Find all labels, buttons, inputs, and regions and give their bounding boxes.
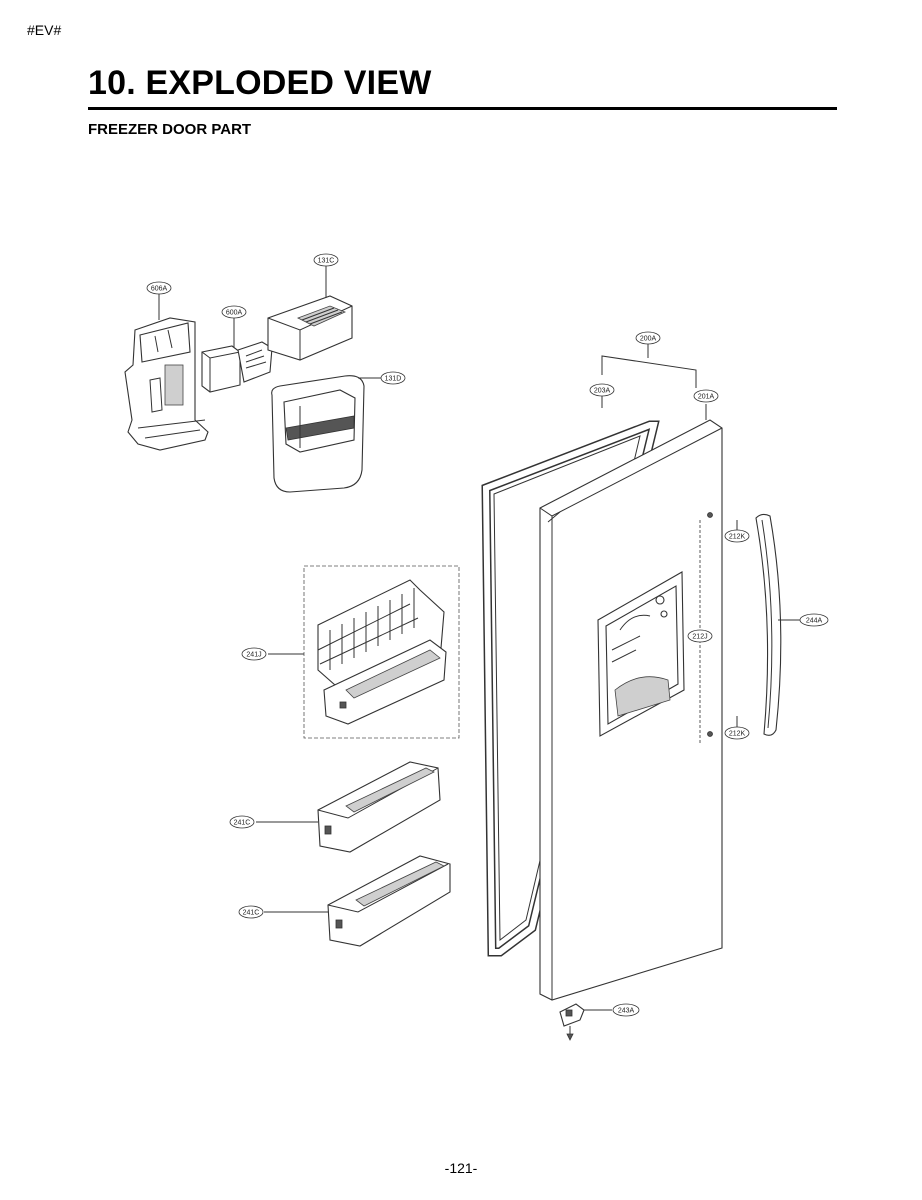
door-bin-lower: [327, 855, 451, 947]
svg-text:200A: 200A: [640, 336, 657, 343]
page-number: -121-: [444, 1160, 478, 1176]
part-label-200A: 200A: [635, 331, 661, 345]
door-bin-upper: [317, 761, 441, 853]
part-label-244A: 244A: [799, 613, 829, 627]
svg-text:241C: 241C: [243, 910, 260, 917]
part-label-243A: 243A: [612, 1003, 640, 1017]
svg-text:243A: 243A: [618, 1008, 635, 1015]
part-label-241J: 241J: [241, 647, 267, 661]
part-label-212K-top: 212K: [724, 529, 750, 543]
part-label-212K-bottom: 212K: [724, 726, 750, 740]
door-gasket: [481, 420, 660, 957]
svg-text:201A: 201A: [698, 394, 715, 401]
svg-text:600A: 600A: [226, 310, 243, 317]
dispenser-module: [201, 341, 273, 393]
svg-text:212K: 212K: [729, 731, 746, 738]
part-label-203A: 203A: [589, 383, 615, 397]
ice-bucket-cover: [267, 295, 353, 361]
svg-text:241C: 241C: [234, 820, 251, 827]
part-label-201A: 201A: [693, 389, 719, 403]
part-label-131D: 131D: [380, 371, 406, 385]
door-basket-assembly: [303, 565, 460, 739]
part-label-600A: 600A: [221, 305, 247, 319]
svg-text:131D: 131D: [385, 376, 402, 383]
svg-text:606A: 606A: [151, 286, 168, 293]
svg-text:241J: 241J: [246, 652, 261, 659]
title-rule: [88, 107, 837, 110]
freezer-door: [539, 419, 723, 1001]
part-label-212J: 212J: [687, 629, 713, 643]
svg-text:203A: 203A: [594, 388, 611, 395]
part-label-241C-lower: 241C: [238, 905, 264, 919]
svg-text:131C: 131C: [318, 258, 335, 265]
part-label-131C: 131C: [313, 253, 339, 267]
section-subtitle: FREEZER DOOR PART: [88, 121, 252, 138]
document-tag: #EV#: [27, 22, 62, 38]
part-label-606A: 606A: [146, 281, 172, 295]
svg-text:244A: 244A: [806, 618, 823, 625]
page-title: 10. EXPLODED VIEW: [88, 64, 432, 102]
dispenser-housing: [124, 317, 209, 451]
bottom-hinge: [559, 1003, 585, 1041]
svg-text:212J: 212J: [692, 634, 707, 641]
svg-text:212K: 212K: [729, 534, 746, 541]
door-handle: [755, 513, 782, 736]
part-label-241C-upper: 241C: [229, 815, 255, 829]
ice-bucket: [271, 375, 365, 493]
